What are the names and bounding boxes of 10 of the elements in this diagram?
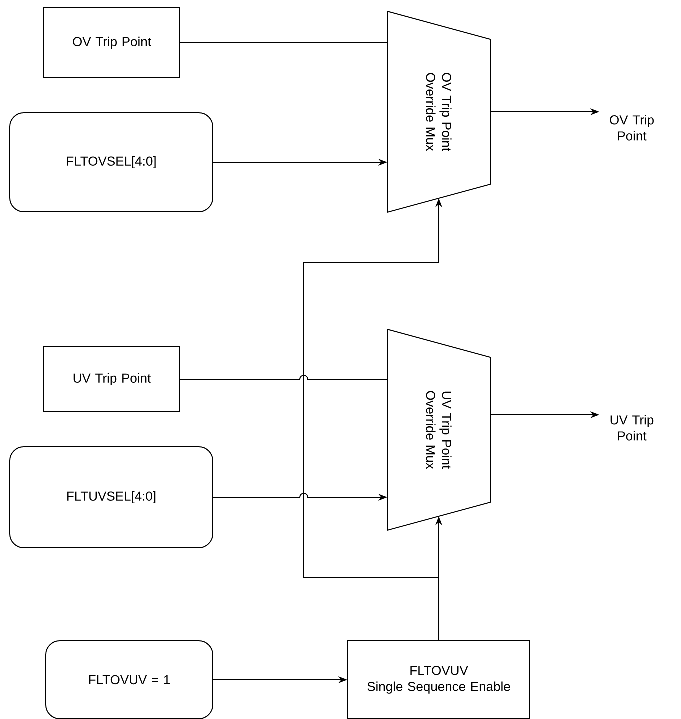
register-box: FLTOVUV = 1 bbox=[46, 640, 214, 719]
output-label: OV Trip Point bbox=[610, 115, 654, 141]
signal-line bbox=[180, 42, 388, 44]
output-label: UV Trip Point bbox=[610, 415, 654, 441]
input-box: UV Trip Point bbox=[44, 346, 180, 412]
enable-box: FLTOVUV Single Sequence Enable bbox=[348, 640, 530, 719]
input-box: OV Trip Point bbox=[44, 8, 180, 78]
register-box: FLTUVSEL[4:0] bbox=[10, 446, 214, 548]
register-box: FLTOVSEL[4:0] bbox=[10, 112, 214, 212]
signal-line bbox=[180, 375, 388, 380]
